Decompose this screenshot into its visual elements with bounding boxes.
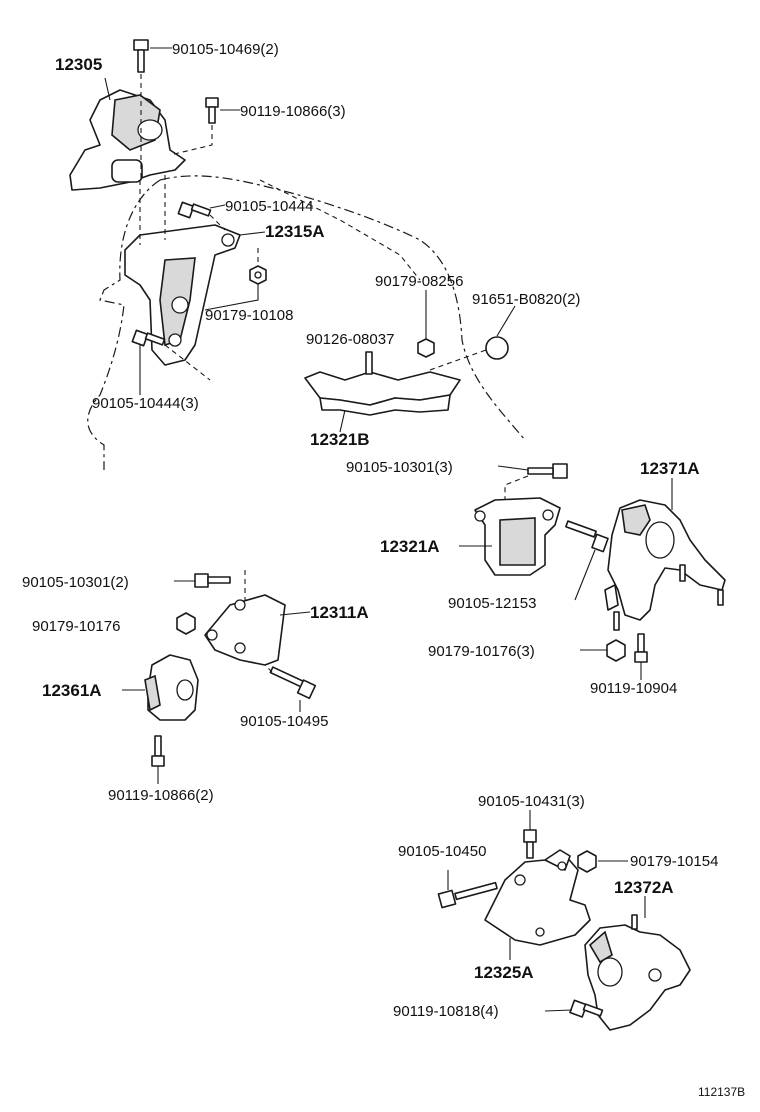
- part-12321B-plate: [304, 371, 461, 416]
- part-12315A-bracket: [124, 175, 241, 366]
- clip-icon: [485, 336, 509, 360]
- label-90119-10818: 90119-10818(4): [393, 1003, 499, 1020]
- label-90105-10495: 90105-10495: [240, 713, 328, 730]
- label-90105-10469: 90105-10469(2): [172, 41, 279, 58]
- label-90119-10866-3: 90119-10866(3): [240, 103, 346, 120]
- bolt-icon: [131, 329, 166, 347]
- bolt-icon: [523, 829, 537, 859]
- part-12311A-bracket: [204, 594, 286, 666]
- label-12321A: 12321A: [380, 537, 440, 556]
- bolt-icon: [527, 463, 568, 479]
- label-90179-10176-3: 90179-10176(3): [428, 643, 535, 660]
- part-12361A-mount: [144, 654, 199, 721]
- label-90179-10176: 90179-10176: [32, 618, 120, 635]
- reference-code: 112137B: [698, 1085, 745, 1099]
- part-12325A-bracket: [484, 849, 591, 946]
- part-12305-mount-insulator: [69, 77, 186, 191]
- label-12372A: 12372A: [614, 878, 674, 897]
- label-90105-10431: 90105-10431(3): [478, 793, 585, 810]
- label-90119-10904: 90119-10904: [590, 680, 677, 697]
- bolt-icon: [205, 97, 219, 124]
- bolt-icon: [565, 520, 609, 553]
- label-91651-B0820: 91651-B0820(2): [472, 291, 580, 308]
- label-12371A: 12371A: [640, 459, 700, 478]
- label-90179-10154: 90179-10154: [630, 853, 718, 870]
- nut-icon: [176, 612, 196, 635]
- bolt-icon: [634, 633, 648, 663]
- label-90105-10450: 90105-10450: [398, 843, 486, 860]
- engine-outline: [87, 175, 526, 470]
- label-90105-10301-2: 90105-10301(2): [22, 574, 129, 591]
- label-90179-08256: 90179-08256: [375, 273, 463, 290]
- nut-icon: [577, 850, 597, 873]
- bolt-icon: [437, 881, 498, 909]
- label-90179-10108: 90179-10108: [205, 307, 293, 324]
- nut-icon: [417, 338, 435, 358]
- label-12315A: 12315A: [265, 222, 325, 241]
- label-12321B: 12321B: [310, 430, 370, 449]
- nut-icon: [249, 265, 267, 285]
- label-90105-10444: 90105-10444: [225, 198, 313, 215]
- label-12361A: 12361A: [42, 681, 102, 700]
- nut-icon: [606, 639, 626, 662]
- bolt-icon: [133, 39, 149, 73]
- bolt-icon: [194, 573, 231, 588]
- label-12305: 12305: [55, 55, 102, 74]
- bolt-icon: [177, 201, 212, 219]
- bolt-icon: [151, 735, 165, 767]
- bolt-icon: [569, 999, 604, 1018]
- part-12321A-bracket: [474, 497, 561, 576]
- label-90105-10444-3: 90105-10444(3): [92, 395, 199, 412]
- label-90119-10866-2: 90119-10866(2): [108, 787, 214, 804]
- label-12325A: 12325A: [474, 963, 534, 982]
- assembly-line: [259, 179, 421, 281]
- label-90105-12153: 90105-12153: [448, 595, 536, 612]
- label-12311A: 12311A: [310, 603, 369, 622]
- part-12371A-mount: [604, 499, 726, 631]
- stud-icon: [365, 351, 373, 375]
- part-12372A-mount: [584, 914, 691, 1031]
- bolt-icon: [269, 666, 317, 700]
- label-90105-10301-3: 90105-10301(3): [346, 459, 453, 476]
- label-90126-08037: 90126-08037: [306, 331, 394, 348]
